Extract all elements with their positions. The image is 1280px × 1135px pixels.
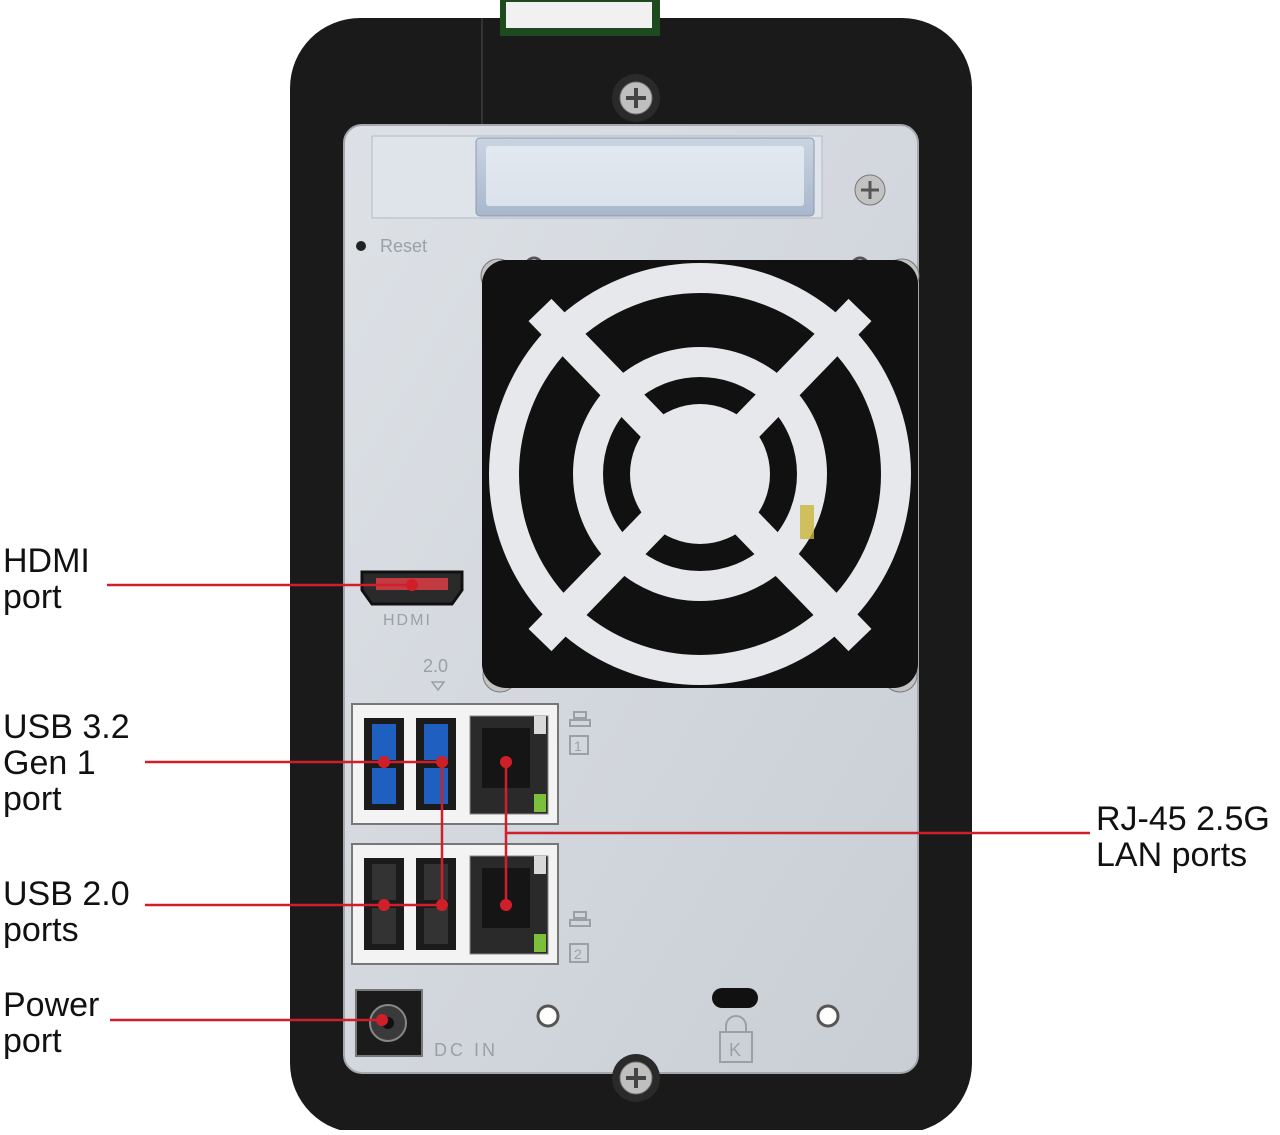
callout-power-port: Power port — [3, 986, 100, 1060]
callout-hdmi-port: HDMI port — [3, 542, 90, 616]
fan-grille — [482, 260, 918, 688]
usb-3-2-port[interactable] — [364, 718, 404, 810]
dc-in-label: DC IN — [434, 1040, 498, 1060]
callout-dots — [376, 579, 512, 1026]
callout-rj45-lan-ports: RJ-45 2.5G LAN ports — [1096, 800, 1270, 874]
lock-label: K — [729, 1040, 741, 1060]
reset-label: Reset — [380, 236, 427, 256]
screw-icon — [612, 74, 660, 122]
lan-1-label: 1 — [574, 738, 582, 754]
hdmi-label: HDMI — [383, 612, 432, 629]
reset-button[interactable] — [356, 241, 366, 251]
callout-usb-3-2-port: USB 3.2 Gen 1 port — [3, 708, 130, 818]
top-label-white — [506, 2, 652, 28]
usb-version-label: 2.0 — [423, 656, 448, 676]
lan-2-label: 2 — [574, 946, 582, 962]
lock-icon — [719, 1015, 753, 1063]
power-port[interactable] — [355, 989, 423, 1057]
lan-icon — [569, 711, 591, 755]
kensington-lock-slot[interactable] — [712, 988, 758, 1008]
callout-usb-2-0-ports: USB 2.0 ports — [3, 875, 130, 949]
callout-lines — [107, 583, 1090, 1022]
screw-icon — [854, 174, 886, 206]
screw-icon — [612, 1054, 660, 1102]
usb-3-2-port[interactable] — [416, 718, 456, 810]
lan-icon — [569, 911, 591, 963]
